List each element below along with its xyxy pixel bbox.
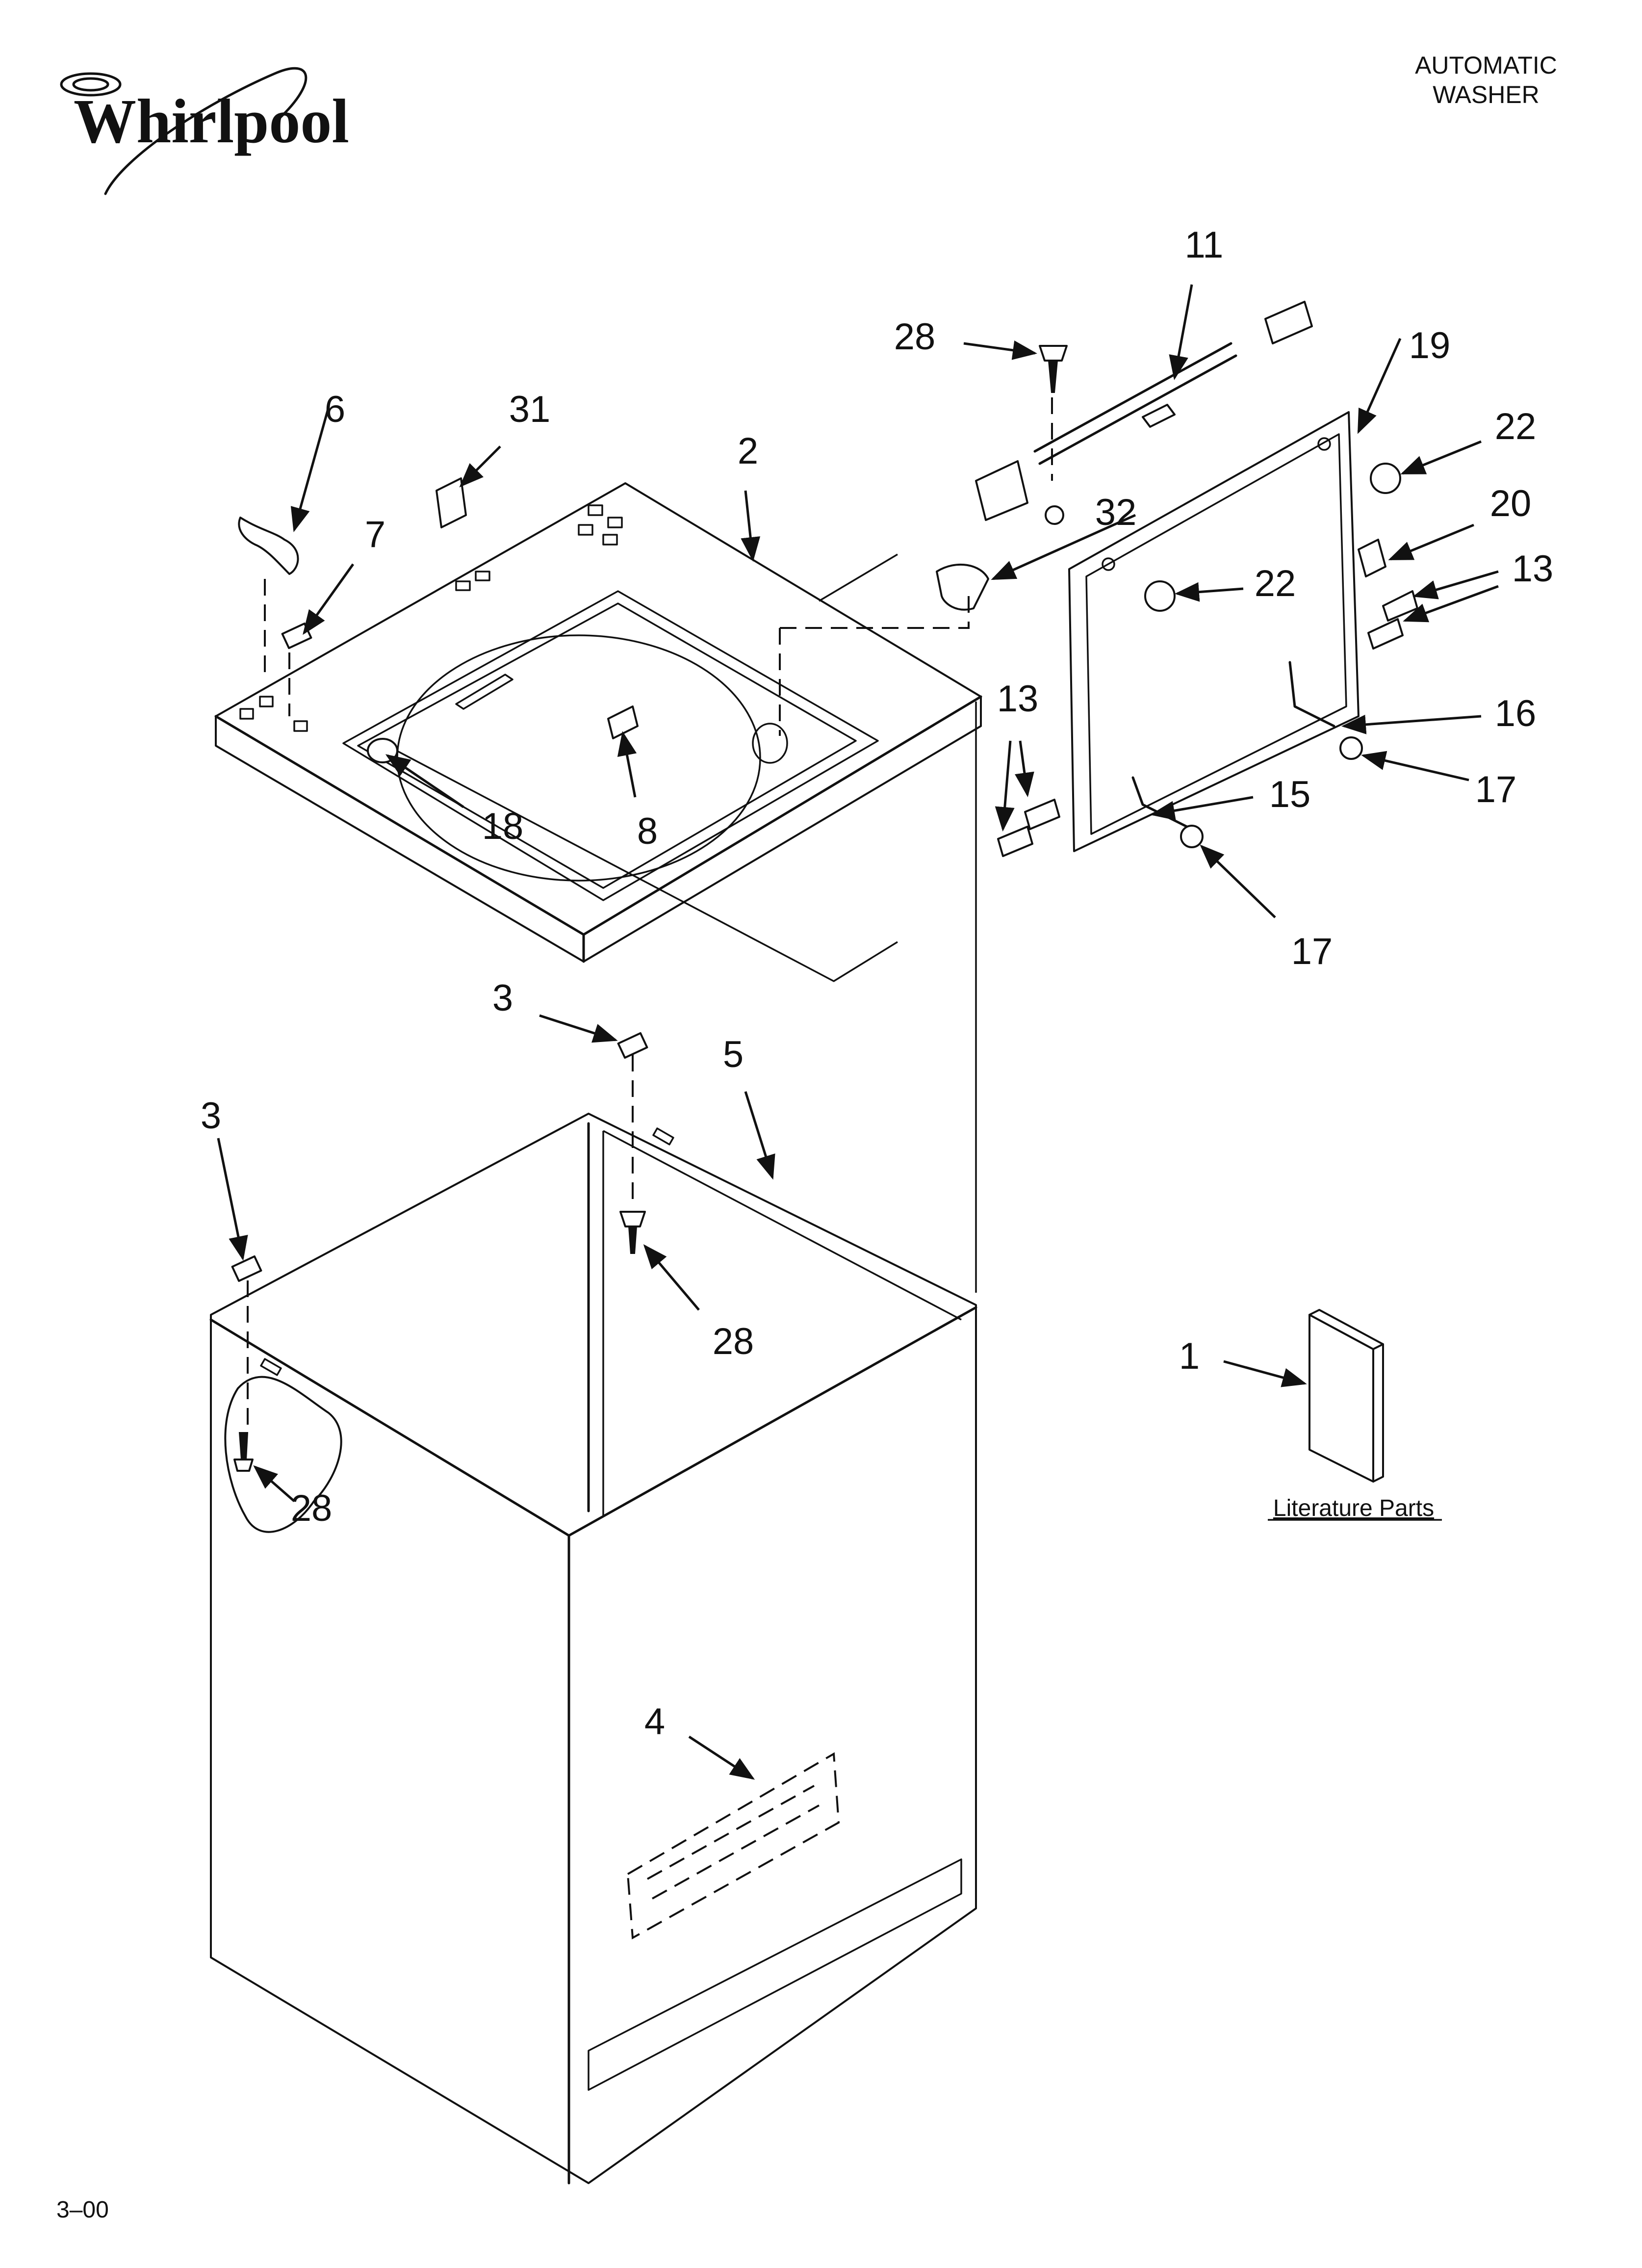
screw-part-13a [1382,590,1418,622]
hose-part-15 [1131,776,1193,831]
callout-3a: 3 [492,977,513,1019]
literature-parts-caption: Literature Parts [1273,1495,1434,1521]
callout-11: 11 [1185,224,1224,266]
callout-13a: 13 [1512,548,1554,590]
logo-swirl-icon [60,72,122,97]
callout-19: 19 [1409,325,1451,366]
callout-4: 4 [644,1701,665,1743]
cabinet [209,1113,977,2185]
rear-frame [1068,411,1360,852]
callout-17a: 17 [1475,769,1517,810]
screw-part-28a [1039,345,1068,393]
bolt-part-8 [607,705,639,739]
screw-part-13d [997,826,1033,857]
nut-part-3a [617,1032,648,1059]
brand-logo-text: Whirlpool [74,86,349,156]
top-panel [214,482,982,963]
screw-part-28c [233,1432,254,1472]
callout-28c: 28 [291,1487,333,1529]
callout-32: 32 [1095,492,1137,533]
nut-part-3b [231,1255,262,1282]
screen-part-17a [1339,736,1363,760]
literature-book-icon [1308,1309,1384,1483]
callout-15: 15 [1269,774,1311,815]
callout-28b: 28 [713,1321,754,1362]
bumper-part-32 [936,563,989,611]
callout-3b: 3 [201,1095,221,1137]
clip-part-20 [1358,539,1386,577]
callout-22b: 22 [1255,563,1296,604]
callout-16: 16 [1495,693,1537,734]
callout-31: 31 [509,389,551,430]
callout-2: 2 [738,430,758,472]
callout-20: 20 [1490,483,1532,524]
hose-part-16 [1288,661,1335,728]
callout-13b: 13 [997,678,1039,720]
callout-22a: 22 [1495,406,1537,447]
screen-part-17b [1180,825,1204,848]
callout-labels: 11 28 19 22 20 32 22 13 13 16 17 15 17 6… [201,224,1553,1743]
screw-part-28b [619,1211,646,1254]
whirlpool-logo: Whirlpool [60,67,349,195]
doc-type-line2: WASHER [1433,81,1539,108]
callout-1: 1 [1179,1335,1200,1377]
plug-part-22b [1144,580,1176,612]
screw-part-13b [1367,618,1404,650]
date-code: 3–00 [56,2197,109,2223]
callout-5: 5 [723,1034,744,1075]
leader-lines [217,284,1499,1780]
spring-clip-part [436,477,467,528]
callout-18: 18 [482,806,524,847]
callout-17b: 17 [1291,931,1333,972]
callout-7: 7 [365,514,385,555]
clip-part [238,517,299,575]
callout-28a: 28 [894,316,936,358]
screw-part-13c [1024,799,1060,830]
label-decal [626,1752,840,1940]
doc-type-line1: AUTOMATIC [1415,52,1557,79]
callout-6: 6 [325,389,345,430]
callout-8: 8 [637,810,658,852]
wire-harness-part [975,301,1313,525]
plug-part-22a [1370,463,1401,494]
